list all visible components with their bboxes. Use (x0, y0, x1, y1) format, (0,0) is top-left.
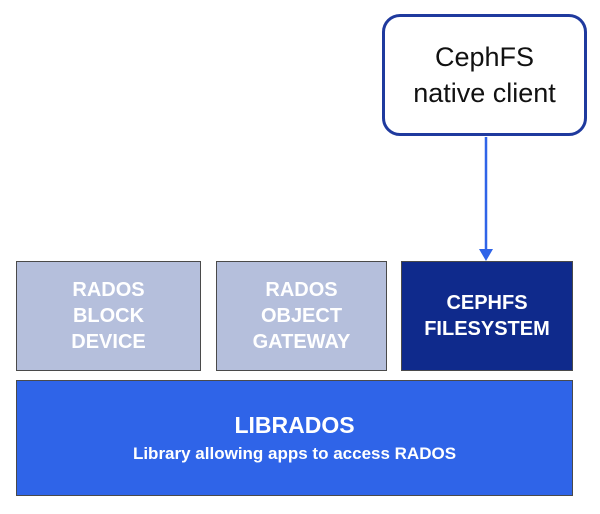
cephfs-filesystem-box: CEPHFS FILESYSTEM (401, 261, 573, 371)
rgw-label-line2: OBJECT (260, 305, 343, 327)
librados-title: LIBRADOS (234, 412, 355, 438)
client-label-line2: native client (413, 78, 556, 108)
client-label-line1: CephFS (434, 42, 535, 72)
rados-object-gateway-box: RADOS OBJECT GATEWAY (216, 261, 387, 371)
cephfs-native-client-box: CephFS native client (382, 14, 587, 136)
cephfs-label-line2: FILESYSTEM (424, 318, 550, 340)
librados-subtitle: Library allowing apps to access RADOS (132, 444, 457, 463)
rbd-label-line2: BLOCK (72, 305, 145, 327)
rbd-label-line1: RADOS (72, 279, 145, 301)
rbd-label-line3: DEVICE (71, 331, 146, 353)
rgw-label-line1: RADOS (265, 279, 338, 301)
arrow-head (479, 249, 493, 261)
rgw-label-line3: GATEWAY (252, 331, 351, 353)
cephfs-label-line1: CEPHFS (446, 292, 528, 314)
rados-block-device-box: RADOS BLOCK DEVICE (16, 261, 201, 371)
librados-box: LIBRADOS Library allowing apps to access… (16, 380, 573, 496)
